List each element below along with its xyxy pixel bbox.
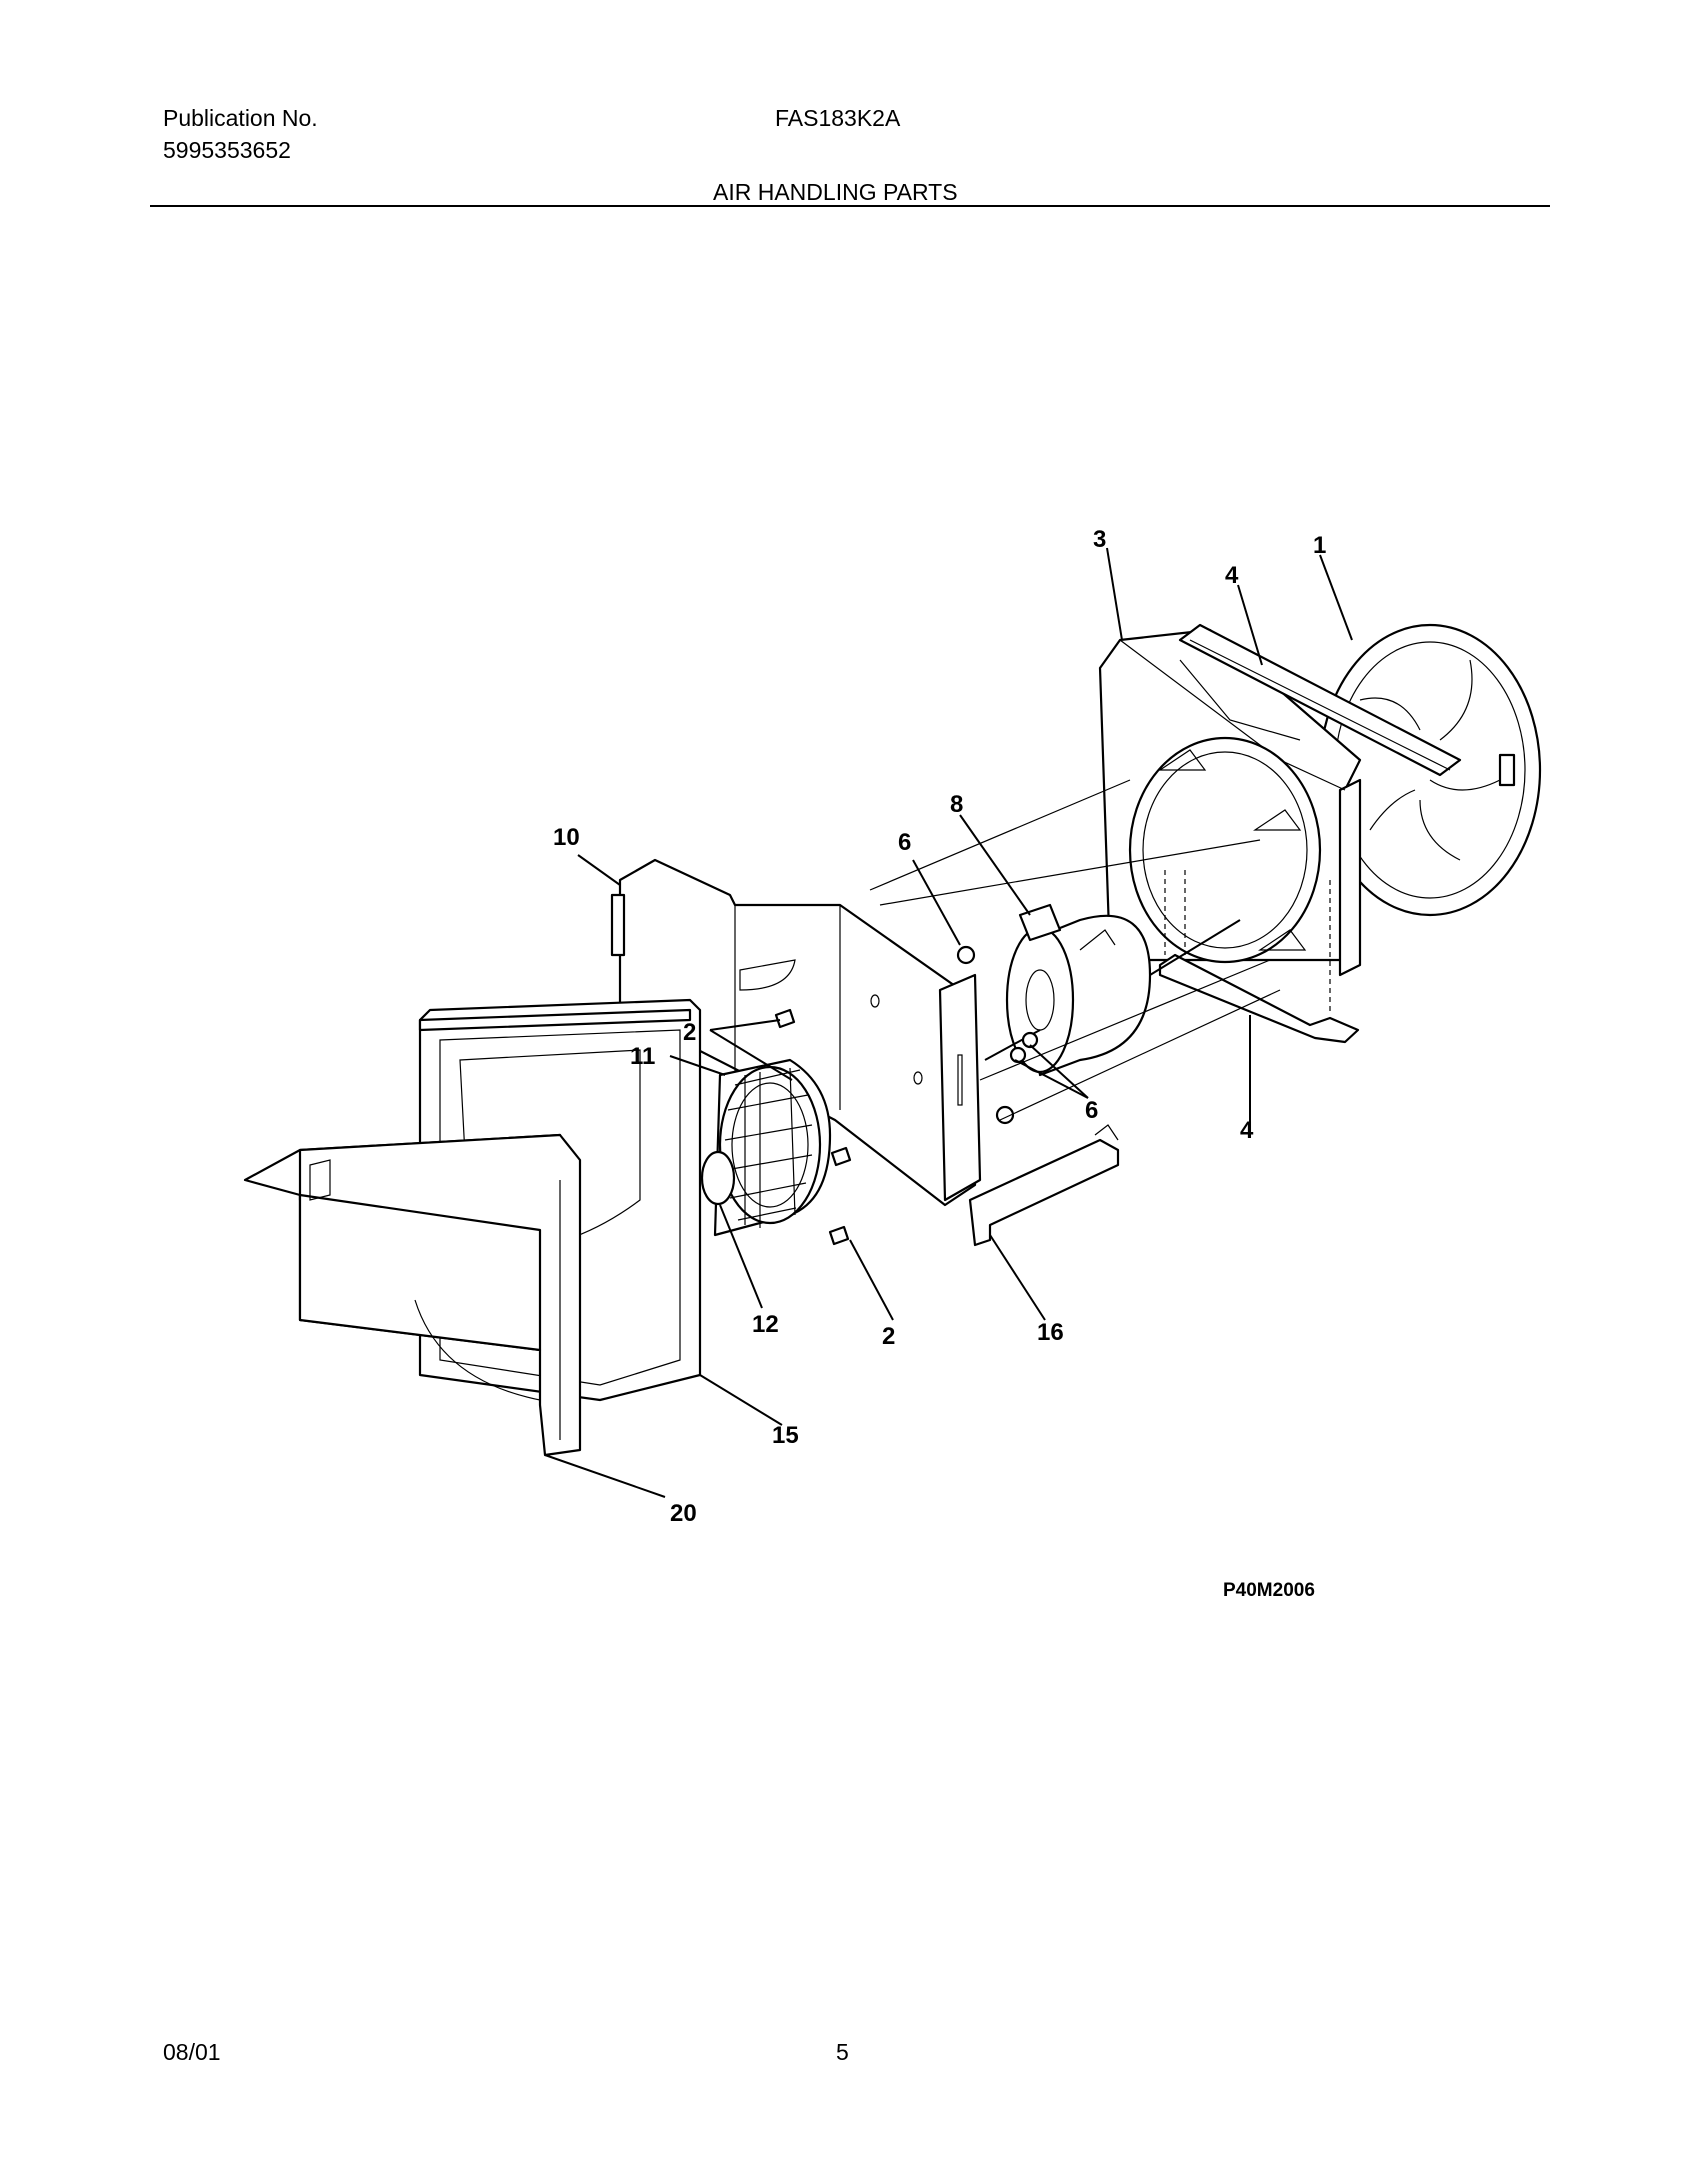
callout-12: 12 xyxy=(752,1311,779,1338)
callout-11: 11 xyxy=(630,1043,655,1070)
bracket-part xyxy=(968,1124,1120,1247)
shroud-bracket-top-part xyxy=(1178,623,1462,777)
front-grille-part xyxy=(243,1133,582,1457)
callout-labels: 3 4 1 8 6 10 2 11 6 4 12 2 16 15 20 xyxy=(553,526,1326,1527)
callout-16: 16 xyxy=(1037,1319,1064,1346)
clamp-ring-part xyxy=(700,1150,736,1206)
fan-shroud-part xyxy=(1098,628,1362,977)
leader-lines xyxy=(544,547,1353,1498)
callout-4-bottom: 4 xyxy=(1240,1117,1254,1144)
callout-3: 3 xyxy=(1093,526,1106,553)
page-number: 5 xyxy=(836,2039,849,2065)
callout-15: 15 xyxy=(772,1422,799,1449)
footer-date: 08/01 xyxy=(163,2039,221,2065)
shroud-bracket-bottom-part xyxy=(1158,870,1360,1044)
model-number: FAS183K2A xyxy=(775,105,901,131)
callout-8: 8 xyxy=(950,791,963,818)
figure-code: P40M2006 xyxy=(1223,1580,1315,1601)
callout-2-left: 2 xyxy=(683,1019,696,1046)
publication-number: 5995353652 xyxy=(163,137,291,163)
header-rule xyxy=(150,205,1550,207)
callout-4-top: 4 xyxy=(1225,562,1239,589)
blower-wheel-part xyxy=(713,1058,832,1237)
callout-6-bottom: 6 xyxy=(1085,1097,1098,1124)
scroll-housing-part xyxy=(610,858,982,1207)
callout-10: 10 xyxy=(553,824,580,851)
callout-2-bottom: 2 xyxy=(882,1323,895,1350)
publication-label: Publication No. xyxy=(163,105,318,131)
section-title: AIR HANDLING PARTS xyxy=(713,179,958,205)
callout-1: 1 xyxy=(1313,532,1326,559)
callout-20: 20 xyxy=(670,1500,697,1527)
callout-6-top: 6 xyxy=(898,829,911,856)
